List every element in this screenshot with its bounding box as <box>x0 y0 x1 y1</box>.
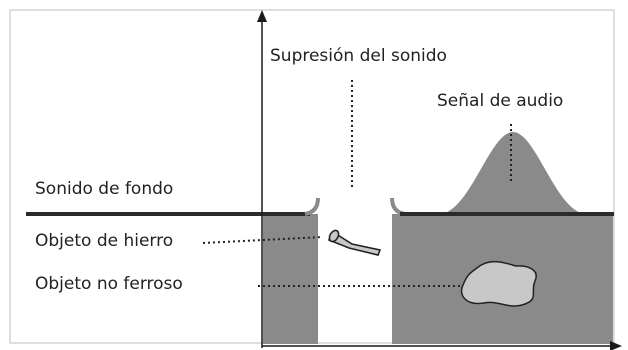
x-axis-arrow <box>610 341 622 350</box>
ground-left-region <box>263 214 318 344</box>
audio-signal-label: Señal de audio <box>437 91 564 111</box>
nail-icon <box>327 229 382 256</box>
y-axis-arrow <box>257 10 267 22</box>
metal-blob-icon <box>460 260 537 307</box>
suppression-edge-right <box>390 197 406 216</box>
iron-object-label: Objeto de hierro <box>35 231 174 251</box>
suppression-edge-left <box>304 197 320 216</box>
nonferrous-object-label: Objeto no ferroso <box>35 274 183 294</box>
audio-signal-peak <box>440 132 586 214</box>
background-sound-label: Sonido de fondo <box>35 179 174 199</box>
sound-suppression-label: Supresión del sonido <box>270 46 447 66</box>
